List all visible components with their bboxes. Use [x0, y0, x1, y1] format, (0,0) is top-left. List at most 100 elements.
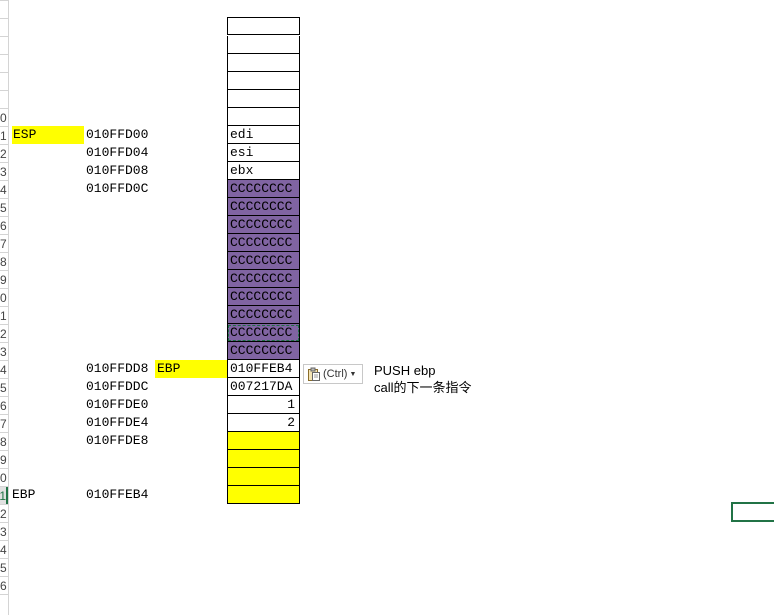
- row-divider: [0, 234, 8, 235]
- row-divider: [0, 558, 8, 559]
- stack-cell-filler[interactable]: CCCCCCCC: [227, 180, 300, 198]
- stack-cell-yellow[interactable]: [227, 486, 300, 504]
- stack-cell-yellow[interactable]: [227, 432, 300, 450]
- stack-cell-filler[interactable]: CCCCCCCC: [227, 306, 300, 324]
- row-divider: [0, 270, 8, 271]
- note-push-ebp[interactable]: PUSH ebp: [374, 363, 436, 378]
- row-number[interactable]: 0: [0, 471, 7, 485]
- row-number[interactable]: 4: [0, 183, 7, 197]
- row-number[interactable]: 2: [0, 327, 7, 341]
- stack-cell-saved-ebp[interactable]: 010FFEB4: [227, 360, 300, 378]
- clipboard-icon: [307, 367, 321, 381]
- stack-cell-empty[interactable]: [227, 36, 300, 54]
- stack-cell-filler[interactable]: CCCCCCCC: [227, 234, 300, 252]
- row-number[interactable]: 8: [0, 435, 7, 449]
- stack-cell-empty[interactable]: [227, 17, 300, 35]
- row-number[interactable]: 4: [0, 543, 7, 557]
- row-number[interactable]: [0, 55, 8, 73]
- row-divider: [0, 432, 8, 433]
- stack-cell-register[interactable]: edi: [227, 126, 300, 144]
- row-number[interactable]: 8: [0, 255, 7, 269]
- active-cell-selection[interactable]: [731, 502, 774, 522]
- row-number[interactable]: 3: [0, 165, 7, 179]
- address-cell[interactable]: 010FFD08: [86, 163, 149, 178]
- note-call-next-instruction[interactable]: call的下一条指令: [374, 380, 472, 395]
- stack-cell-filler[interactable]: CCCCCCCC: [227, 288, 300, 306]
- stack-cell-arg[interactable]: 2: [227, 414, 300, 432]
- row-number[interactable]: [0, 19, 8, 37]
- row-number[interactable]: 9: [0, 273, 7, 287]
- stack-cell-yellow[interactable]: [227, 468, 300, 486]
- stack-cell-empty[interactable]: [227, 72, 300, 90]
- address-cell[interactable]: 010FFEB4: [86, 487, 149, 502]
- stack-cell-yellow[interactable]: [227, 450, 300, 468]
- row-number[interactable]: 6: [0, 579, 7, 593]
- row-header-column[interactable]: 0 1 2 3 4 5 6 7 8 9 0 1 2 3 4 5 6 7 8 9 0 1 2 3 4 5 6: [0, 0, 9, 615]
- row-divider: [0, 252, 8, 253]
- row-divider: [0, 504, 8, 505]
- address-cell[interactable]: 010FFD0C: [86, 181, 149, 196]
- row-divider: [0, 324, 8, 325]
- esp-label[interactable]: ESP: [12, 126, 84, 144]
- row-number[interactable]: [0, 73, 8, 91]
- row-number[interactable]: [0, 91, 8, 109]
- row-number[interactable]: 5: [0, 561, 7, 575]
- row-number[interactable]: [0, 1, 8, 19]
- row-number[interactable]: 0: [0, 291, 7, 305]
- address-cell[interactable]: 010FFDE4: [86, 415, 149, 430]
- row-divider: [0, 360, 8, 361]
- stack-cell-filler[interactable]: CCCCCCCC: [227, 252, 300, 270]
- row-number[interactable]: 6: [0, 219, 7, 233]
- row-divider: [0, 90, 8, 91]
- stack-cell-return-address[interactable]: 007217DA: [227, 378, 300, 396]
- row-number[interactable]: 2: [0, 507, 7, 521]
- row-divider: [0, 0, 8, 1]
- row-divider: [0, 126, 8, 127]
- row-number[interactable]: 7: [0, 417, 7, 431]
- stack-cell-filler[interactable]: CCCCCCCC: [227, 270, 300, 288]
- paste-options-button[interactable]: (Ctrl) ▼: [303, 364, 363, 384]
- row-number[interactable]: 2: [0, 147, 7, 161]
- address-cell[interactable]: 010FFDDC: [86, 379, 149, 394]
- stack-cell-empty[interactable]: [227, 108, 300, 126]
- address-cell[interactable]: 010FFDE0: [86, 397, 149, 412]
- stack-cell-filler[interactable]: CCCCCCCC: [227, 342, 300, 360]
- stack-cell-register[interactable]: ebx: [227, 162, 300, 180]
- row-number[interactable]: 3: [0, 345, 7, 359]
- address-cell[interactable]: 010FFDE8: [86, 433, 149, 448]
- row-number[interactable]: 3: [0, 525, 7, 539]
- stack-cell-empty[interactable]: [227, 54, 300, 72]
- address-cell[interactable]: 010FFDD8: [86, 361, 149, 376]
- row-number[interactable]: 1: [0, 487, 8, 505]
- address-cell[interactable]: 010FFD04: [86, 145, 149, 160]
- stack-cell-arg[interactable]: 1: [227, 396, 300, 414]
- stack-cell-filler[interactable]: CCCCCCCC: [227, 216, 300, 234]
- row-number[interactable]: 1: [0, 129, 7, 143]
- address-cell[interactable]: 010FFD00: [86, 127, 149, 142]
- row-divider: [0, 576, 8, 577]
- row-divider: [0, 594, 8, 595]
- row-divider: [0, 486, 8, 487]
- stack-cell-filler-copied[interactable]: CCCCCCCC: [227, 324, 300, 342]
- row-number[interactable]: 5: [0, 201, 7, 215]
- stack-cell-filler[interactable]: CCCCCCCC: [227, 198, 300, 216]
- row-number[interactable]: [0, 37, 8, 55]
- row-divider: [0, 378, 8, 379]
- row-number[interactable]: 5: [0, 381, 7, 395]
- row-divider: [0, 450, 8, 451]
- row-number[interactable]: 9: [0, 453, 7, 467]
- stack-cell-register[interactable]: esi: [227, 144, 300, 162]
- row-number[interactable]: 0: [0, 111, 7, 125]
- row-divider: [0, 396, 8, 397]
- row-number[interactable]: 1: [0, 309, 7, 323]
- row-divider: [0, 18, 8, 19]
- row-divider: [0, 108, 8, 109]
- row-divider: [0, 522, 8, 523]
- ebp-label-highlighted[interactable]: EBP: [155, 360, 227, 378]
- row-number[interactable]: 4: [0, 363, 7, 377]
- row-number[interactable]: 7: [0, 237, 7, 251]
- stack-cell-empty[interactable]: [227, 90, 300, 108]
- row-divider: [0, 162, 8, 163]
- row-number[interactable]: 6: [0, 399, 7, 413]
- ebp-label[interactable]: EBP: [12, 487, 36, 502]
